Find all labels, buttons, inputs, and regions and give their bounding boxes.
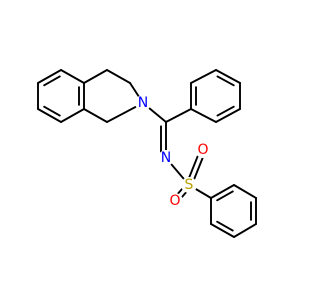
bond-line-5 <box>60 108 85 123</box>
atom-label-o1: O <box>197 142 208 158</box>
bond-line-29 <box>216 75 235 87</box>
bond-line-9 <box>83 69 108 84</box>
bond-line-26 <box>216 105 235 117</box>
bond-line-30 <box>190 69 217 84</box>
bond-line-4 <box>43 105 61 117</box>
bond-line-3 <box>37 108 62 123</box>
atom-ring-nitrogen: N <box>135 95 151 111</box>
bond-line-24 <box>190 108 217 123</box>
bond-line-34 <box>216 190 234 202</box>
atom-imine-nitrogen: N <box>158 150 174 166</box>
bond-line-40 <box>216 220 234 232</box>
molecule-structure: N N S O O <box>37 69 257 238</box>
bond-line-33 <box>210 184 235 199</box>
atom-sulfonyl-sulfur: S <box>181 177 197 193</box>
atom-label-n1: N <box>138 95 148 111</box>
bond-line-38 <box>233 223 257 238</box>
atom-layer: N N S O O <box>135 95 211 209</box>
atom-sulfonyl-oxygen-upper: O <box>195 142 211 158</box>
atom-sulfonyl-oxygen-lower: O <box>167 193 183 209</box>
bond-line-39 <box>210 223 235 238</box>
atom-label-o2: O <box>169 193 180 209</box>
bond-line-8 <box>60 69 85 84</box>
bond-line-28 <box>215 69 241 84</box>
bond-line-0 <box>37 69 62 84</box>
bond-line-10 <box>106 69 131 84</box>
bond-line-1 <box>43 75 61 87</box>
bond-line-15 <box>165 108 192 123</box>
atom-label-n2: N <box>161 150 171 166</box>
atom-label-s: S <box>185 177 194 193</box>
bond-line-35 <box>233 184 257 199</box>
bond-line-25 <box>215 108 241 123</box>
bond-line-13 <box>83 108 108 123</box>
